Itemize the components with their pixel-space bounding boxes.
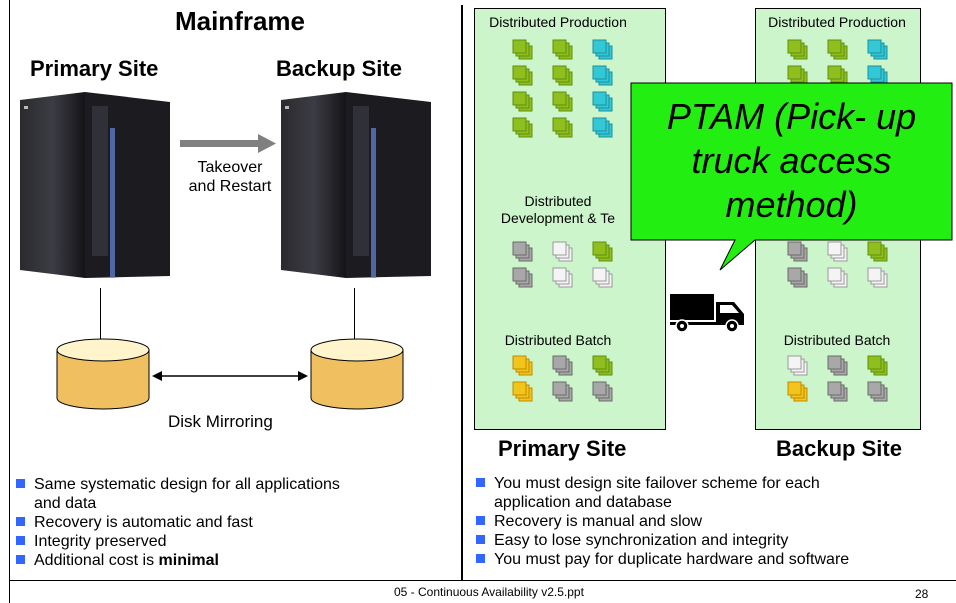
mainframe-title: Mainframe — [174, 6, 306, 36]
server-stack-icon — [512, 241, 533, 262]
backup-batch-label: Distributed Batch — [783, 332, 891, 348]
primary-site-label-right: Primary Site — [498, 436, 627, 461]
backup-disk-icon — [310, 338, 404, 410]
truck-icon — [670, 294, 744, 333]
server-stack-icon — [787, 355, 808, 376]
footer-filename: 05 - Continuous Availability v2.5.ppt — [394, 585, 584, 599]
server-stack-icon — [827, 39, 848, 60]
server-stack-icon — [787, 241, 808, 262]
footer-rule — [9, 580, 956, 581]
server-stack-icon — [592, 91, 613, 112]
server-stack-icon — [867, 65, 888, 86]
list-item: You must design site failover scheme for… — [475, 474, 950, 512]
server-stack-icon — [787, 267, 808, 288]
server-stack-icon — [867, 241, 888, 262]
bullet-icon — [476, 516, 485, 525]
primary-site-label-left: Primary Site — [30, 56, 159, 81]
list-item: Integrity preserved — [15, 532, 455, 551]
disk-mirroring-arrow — [152, 371, 308, 381]
server-stack-icon — [827, 241, 848, 262]
server-stack-icon — [552, 355, 573, 376]
server-stack-icon — [552, 117, 573, 138]
bullet-icon — [16, 517, 25, 526]
list-item: You must pay for duplicate hardware and … — [475, 550, 950, 569]
bullet-icon — [16, 536, 25, 545]
primary-development-label: Distributed Development & Te — [500, 193, 616, 226]
server-stack-icon — [552, 267, 573, 288]
server-stack-icon — [827, 355, 848, 376]
server-stack-icon — [787, 39, 808, 60]
primary-disk-connector — [100, 288, 101, 344]
server-stack-icon — [867, 267, 888, 288]
primary-batch-label: Distributed Batch — [504, 332, 612, 348]
ptam-callout-text: PTAM (Pick- up truck access method) — [666, 96, 917, 225]
page-number: 28 — [915, 587, 929, 601]
server-stack-icon — [512, 381, 533, 402]
server-stack-icon — [592, 381, 613, 402]
distributed-drawbacks-list: You must design site failover scheme for… — [475, 474, 950, 569]
backup-site-label-left: Backup Site — [276, 56, 402, 81]
server-stack-icon — [592, 267, 613, 288]
backup-production-label: Distributed Production — [768, 14, 906, 30]
primary-production-label: Distributed Production — [489, 14, 627, 30]
server-stack-icon — [827, 65, 848, 86]
server-stack-icon — [592, 65, 613, 86]
ptam-callout-shape — [630, 82, 953, 271]
server-stack-icon — [552, 39, 573, 60]
server-stack-icon — [512, 65, 533, 86]
center-divider — [461, 5, 463, 580]
primary-disk-icon — [56, 338, 150, 410]
server-stack-icon — [592, 241, 613, 262]
server-stack-icon — [512, 91, 533, 112]
server-stack-icon — [867, 355, 888, 376]
server-stack-icon — [592, 39, 613, 60]
server-stack-icon — [592, 355, 613, 376]
server-stack-icon — [827, 381, 848, 402]
backup-mainframe-image — [281, 92, 431, 278]
server-stack-icon — [512, 355, 533, 376]
mainframe-benefits-list: Same systematic design for all applicati… — [15, 475, 455, 570]
server-stack-icon — [512, 39, 533, 60]
server-stack-icon — [552, 65, 573, 86]
server-stack-icon — [787, 381, 808, 402]
server-stack-icon — [592, 117, 613, 138]
server-stack-icon — [867, 381, 888, 402]
list-item: Additional cost is minimal — [15, 551, 455, 570]
disk-mirroring-label: Disk Mirroring — [168, 412, 273, 431]
takeover-arrow — [180, 134, 276, 153]
bullet-icon — [16, 555, 25, 564]
server-stack-icon — [867, 39, 888, 60]
server-stack-icon — [552, 241, 573, 262]
bullet-icon — [16, 479, 25, 488]
backup-disk-connector — [354, 288, 355, 344]
list-item: Easy to lose synchronization and integri… — [475, 531, 950, 550]
primary-mainframe-image — [20, 92, 170, 278]
takeover-label: Takeover and Restart — [188, 159, 272, 195]
left-border — [9, 0, 10, 603]
bullet-icon — [476, 535, 485, 544]
list-item: Same systematic design for all applicati… — [15, 475, 455, 513]
backup-site-label-right: Backup Site — [776, 436, 902, 461]
server-stack-icon — [787, 65, 808, 86]
list-item: Recovery is manual and slow — [475, 512, 950, 531]
server-stack-icon — [512, 117, 533, 138]
bullet-icon — [476, 554, 485, 563]
server-stack-icon — [552, 381, 573, 402]
server-stack-icon — [552, 91, 573, 112]
server-stack-icon — [827, 267, 848, 288]
bullet-icon — [476, 478, 485, 487]
server-stack-icon — [512, 267, 533, 288]
list-item: Recovery is automatic and fast — [15, 513, 455, 532]
